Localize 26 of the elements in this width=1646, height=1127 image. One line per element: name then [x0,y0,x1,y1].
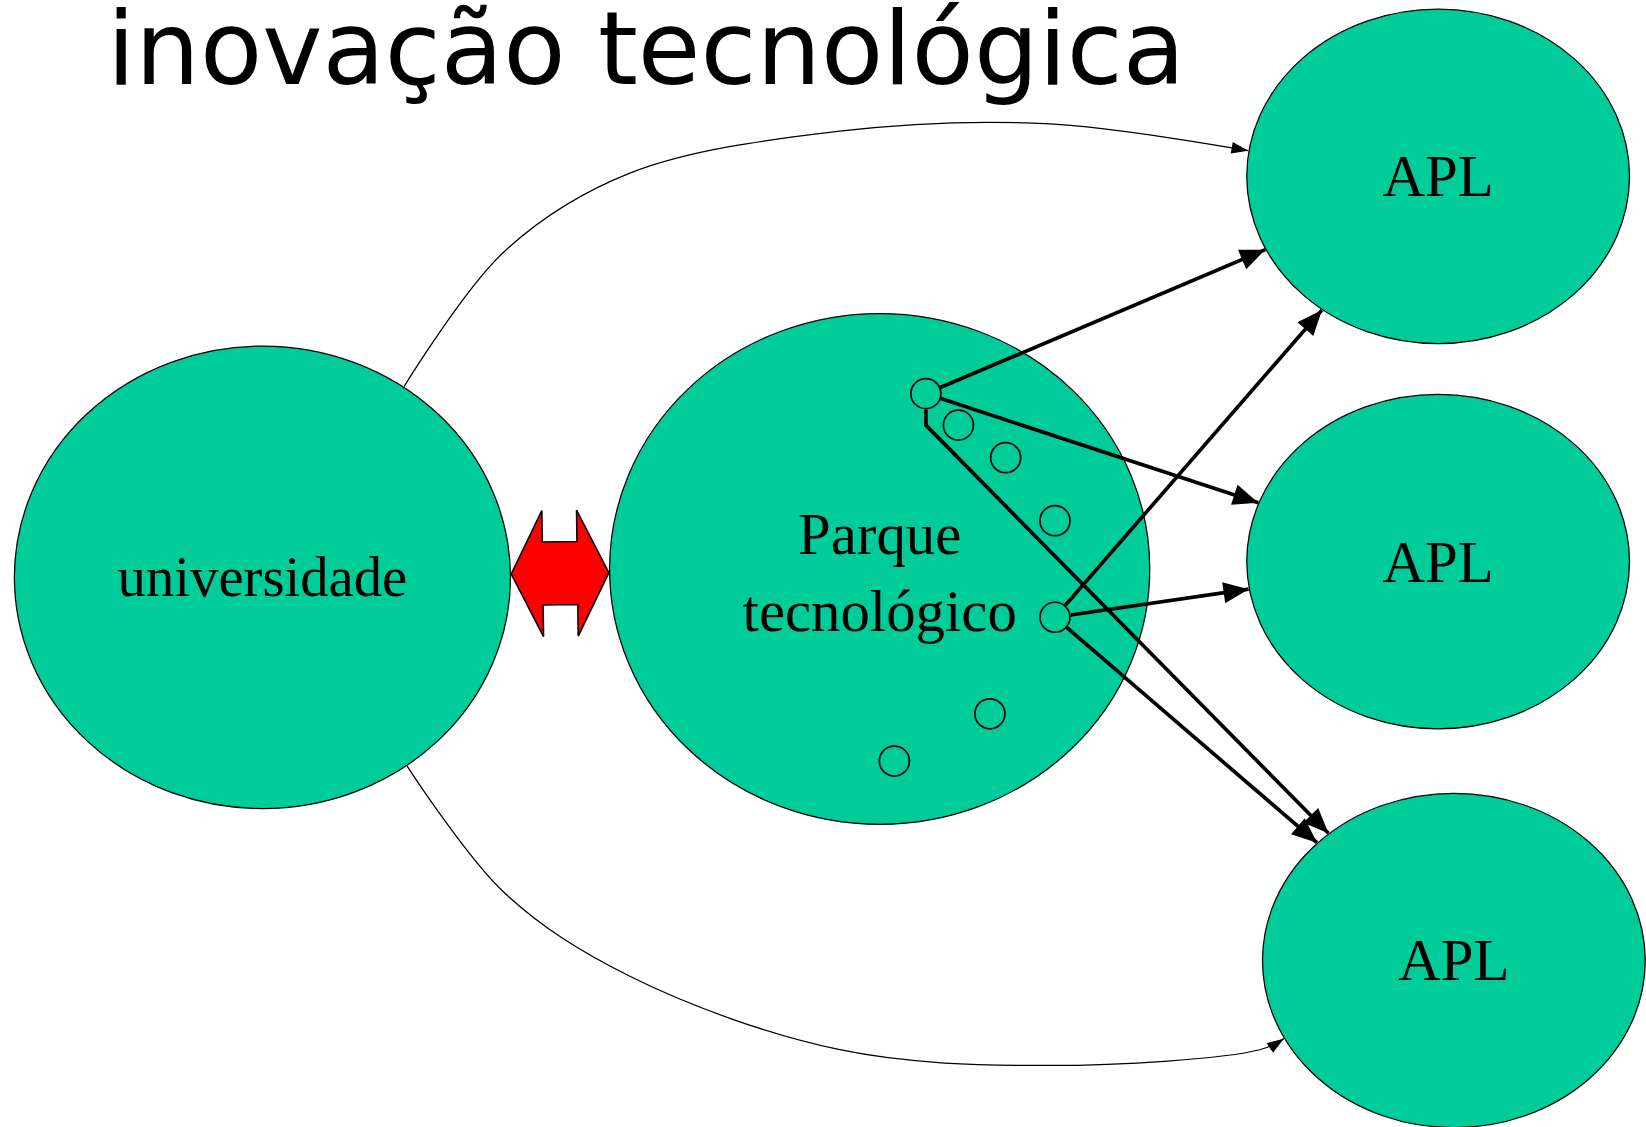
ellipse-node [13,345,512,810]
arrow [403,121,1249,388]
arrow [940,396,1259,505]
circle-node [1039,601,1071,633]
circle-node [910,377,942,410]
arrow [1065,626,1319,845]
node-label: APL [1381,527,1495,596]
arrow [924,409,1330,835]
circle-node [942,409,975,441]
arrow [1070,582,1249,617]
circle-node [974,698,1006,730]
ellipse-node [1246,393,1631,730]
arrow [406,765,1285,1067]
ellipse-node [1246,8,1631,345]
arrow [1063,308,1324,607]
circle-node [989,441,1022,474]
circle-node [878,745,911,777]
title: inovação tecnológica [107,0,1186,106]
ellipse-node [608,312,1151,826]
node-label: APL [1381,142,1495,211]
arrow [939,248,1267,390]
node-label: universidade [116,544,409,611]
double-arrow [510,509,610,638]
node-label: APL [1397,926,1511,995]
circle-node [1039,504,1071,537]
node-label: Parque tecnológico [741,501,1018,646]
